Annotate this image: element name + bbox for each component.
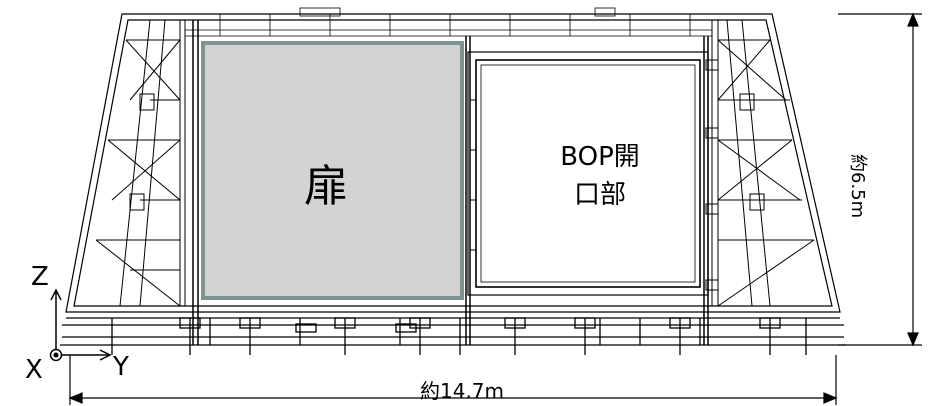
axis-x-label: X <box>25 355 43 385</box>
width-dimension <box>68 355 838 405</box>
bop-opening-label: BOP開 口部 <box>530 138 670 214</box>
door-panel <box>201 41 464 300</box>
top-beam <box>185 7 712 37</box>
axis-z-label: Z <box>31 262 49 292</box>
height-dimension <box>838 12 922 347</box>
base-posts <box>111 317 807 355</box>
axis-y-label: Y <box>113 352 129 382</box>
height-dimension-label: 約6.5m <box>847 154 868 219</box>
width-dimension-label: 約14.7m <box>420 379 505 403</box>
bop-opening-frame <box>467 51 719 296</box>
bop-label-line2: 口部 <box>573 180 626 210</box>
left-truss <box>95 19 186 307</box>
bop-label-line1: BOP開 <box>560 142 640 172</box>
right-truss <box>711 19 815 307</box>
coordinate-axes <box>49 288 112 362</box>
door-label: 扉 <box>304 161 348 212</box>
